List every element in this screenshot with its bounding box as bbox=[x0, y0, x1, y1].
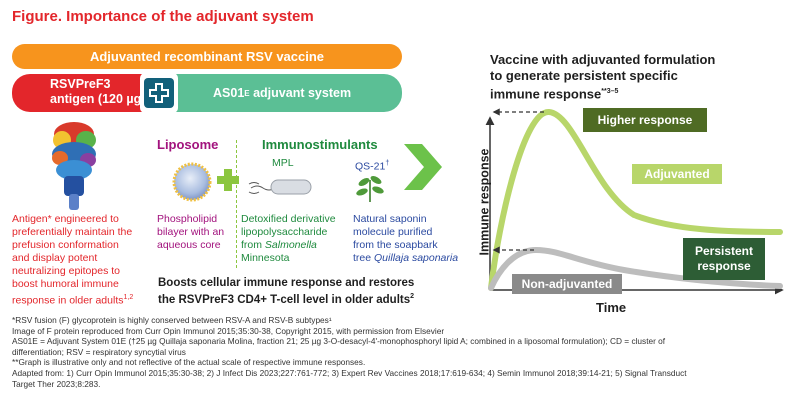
antigen-line: response in older adults1,2 bbox=[12, 291, 147, 308]
as01-label: AS01 bbox=[213, 86, 245, 100]
footnote-line: Image of F protein reproduced from Curr … bbox=[12, 325, 445, 336]
y-axis-label: Immune response bbox=[477, 148, 492, 256]
antigen-line: Antigen* engineered to bbox=[12, 213, 119, 225]
mpl-description: Detoxified derivative lipopolysaccharide… bbox=[241, 213, 351, 265]
qs21-line-italic: Quillaja saponaria bbox=[374, 252, 459, 264]
as01-rest: adjuvant system bbox=[249, 86, 352, 100]
antigen-line: neutralizing epitopes to bbox=[12, 265, 120, 277]
antigen-line: prefusion conformation bbox=[12, 239, 119, 251]
graph-title-line: to generate persistent specific bbox=[490, 68, 678, 83]
divider-dashed bbox=[236, 140, 237, 268]
qs21-line: from the soapbark bbox=[353, 239, 438, 251]
qs21-line: molecule purified bbox=[353, 226, 433, 238]
boost-superscript: 2 bbox=[410, 293, 415, 300]
liposome-icon bbox=[172, 162, 212, 202]
green-plus-icon bbox=[217, 169, 239, 191]
footnote-line: Adapted from: 1) Curr Opin Immunol 2015;… bbox=[12, 367, 687, 378]
persistent-line: Persistent bbox=[694, 244, 754, 258]
mpl-line: from Salmonella bbox=[241, 239, 351, 252]
qs21-label-text: QS-21 bbox=[355, 160, 386, 173]
non-adjuvanted-label: Non-adjuvanted bbox=[512, 274, 622, 294]
qs21-line-text: tree bbox=[353, 252, 375, 264]
footnote-line: *RSV fusion (F) glycoprotein is highly c… bbox=[12, 315, 332, 325]
antigen-line: and display potent bbox=[12, 252, 98, 264]
liposome-line: Phospholipid bbox=[157, 213, 218, 225]
antigen-description: Antigen* engineered to preferentially ma… bbox=[12, 213, 147, 308]
mpl-line: Detoxified derivative bbox=[241, 213, 336, 225]
adjuvanted-curve bbox=[488, 109, 783, 291]
persistent-line: response bbox=[697, 259, 751, 273]
higher-response-label: Higher response bbox=[583, 108, 707, 132]
mpl-line-text: from bbox=[241, 239, 265, 251]
graph-title-superscript: **3–5 bbox=[601, 88, 619, 95]
antigen-superscript: 1,2 bbox=[123, 294, 134, 301]
plus-icon bbox=[144, 78, 174, 108]
footnotes: *RSV fusion (F) glycoprotein is highly c… bbox=[12, 315, 792, 389]
figure-title: Figure. Importance of the adjuvant syste… bbox=[12, 8, 314, 25]
mpl-bacteria-icon bbox=[248, 179, 312, 195]
boost-statement: Boosts cellular immune response and rest… bbox=[158, 276, 414, 307]
chevron-right-icon bbox=[404, 144, 442, 190]
mpl-line-italic: Salmonella bbox=[264, 239, 317, 251]
liposome-description: Phospholipid bilayer with an aqueous cor… bbox=[157, 213, 237, 252]
graph-title-line: immune response**3–5 bbox=[490, 84, 715, 102]
vaccine-bar: Adjuvanted recombinant RSV vaccine bbox=[12, 44, 402, 69]
antigen-line-text: response in older adults bbox=[12, 294, 124, 307]
persistent-response-label: Persistent response bbox=[683, 238, 765, 280]
boost-line: the RSVPreF3 CD4+ T-cell level in older … bbox=[158, 290, 414, 307]
graph-title-line-text: immune response bbox=[490, 86, 602, 102]
liposome-heading: Liposome bbox=[157, 137, 219, 152]
footnote-line: Target Ther 2023;8:283. bbox=[12, 378, 101, 389]
graph-title: Vaccine with adjuvanted formulation to g… bbox=[490, 52, 715, 102]
qs21-description: Natural saponin molecule purified from t… bbox=[353, 213, 468, 265]
boost-line-text: the RSVPreF3 CD4+ T-cell level in older … bbox=[158, 293, 411, 306]
liposome-line: bilayer with an bbox=[157, 226, 225, 238]
mpl-label: MPL bbox=[272, 157, 294, 169]
graph-title-line: Vaccine with adjuvanted formulation bbox=[490, 52, 716, 67]
antigen-line: preferentially maintain the bbox=[12, 226, 133, 238]
mpl-line: Minnesota bbox=[241, 252, 290, 264]
qs21-superscript: † bbox=[385, 160, 390, 167]
rsvpref3-dose: antigen (120 µg) bbox=[50, 92, 146, 106]
immune-response-graph bbox=[485, 108, 784, 295]
non-adjuvanted-curve bbox=[488, 246, 783, 291]
qs21-label: QS-21† bbox=[355, 157, 389, 174]
as01-subscript: E bbox=[244, 88, 250, 98]
x-axis-label: Time bbox=[596, 300, 627, 315]
qs21-line: Natural saponin bbox=[353, 213, 427, 225]
antigen-line: boost humoral immune bbox=[12, 278, 119, 290]
rsvpref3-label: RSVPreF3 bbox=[50, 77, 111, 91]
mpl-line: lipopolysaccharide bbox=[241, 226, 328, 238]
boost-line: Boosts cellular immune response and rest… bbox=[158, 277, 415, 289]
footnote-line: **Graph is illustrative only and not ref… bbox=[12, 357, 366, 368]
plus-badge bbox=[140, 73, 178, 113]
liposome-line: aqueous core bbox=[157, 239, 221, 251]
vaccine-bar-label: Adjuvanted recombinant RSV vaccine bbox=[89, 49, 325, 64]
immunostimulants-heading: Immunostimulants bbox=[262, 137, 378, 152]
adjuvanted-label: Adjuvanted bbox=[632, 164, 722, 184]
footnote-line: differentiation; RSV = respiratory syncy… bbox=[12, 346, 186, 357]
f-protein-structure-image bbox=[52, 122, 96, 210]
qs21-plant-icon bbox=[356, 176, 384, 202]
footnote-line: AS01E = Adjuvant System 01E (†25 µg Quil… bbox=[12, 336, 666, 347]
y-axis-label-wrap: Immune response bbox=[476, 112, 492, 292]
qs21-line: tree Quillaja saponaria bbox=[353, 252, 468, 265]
